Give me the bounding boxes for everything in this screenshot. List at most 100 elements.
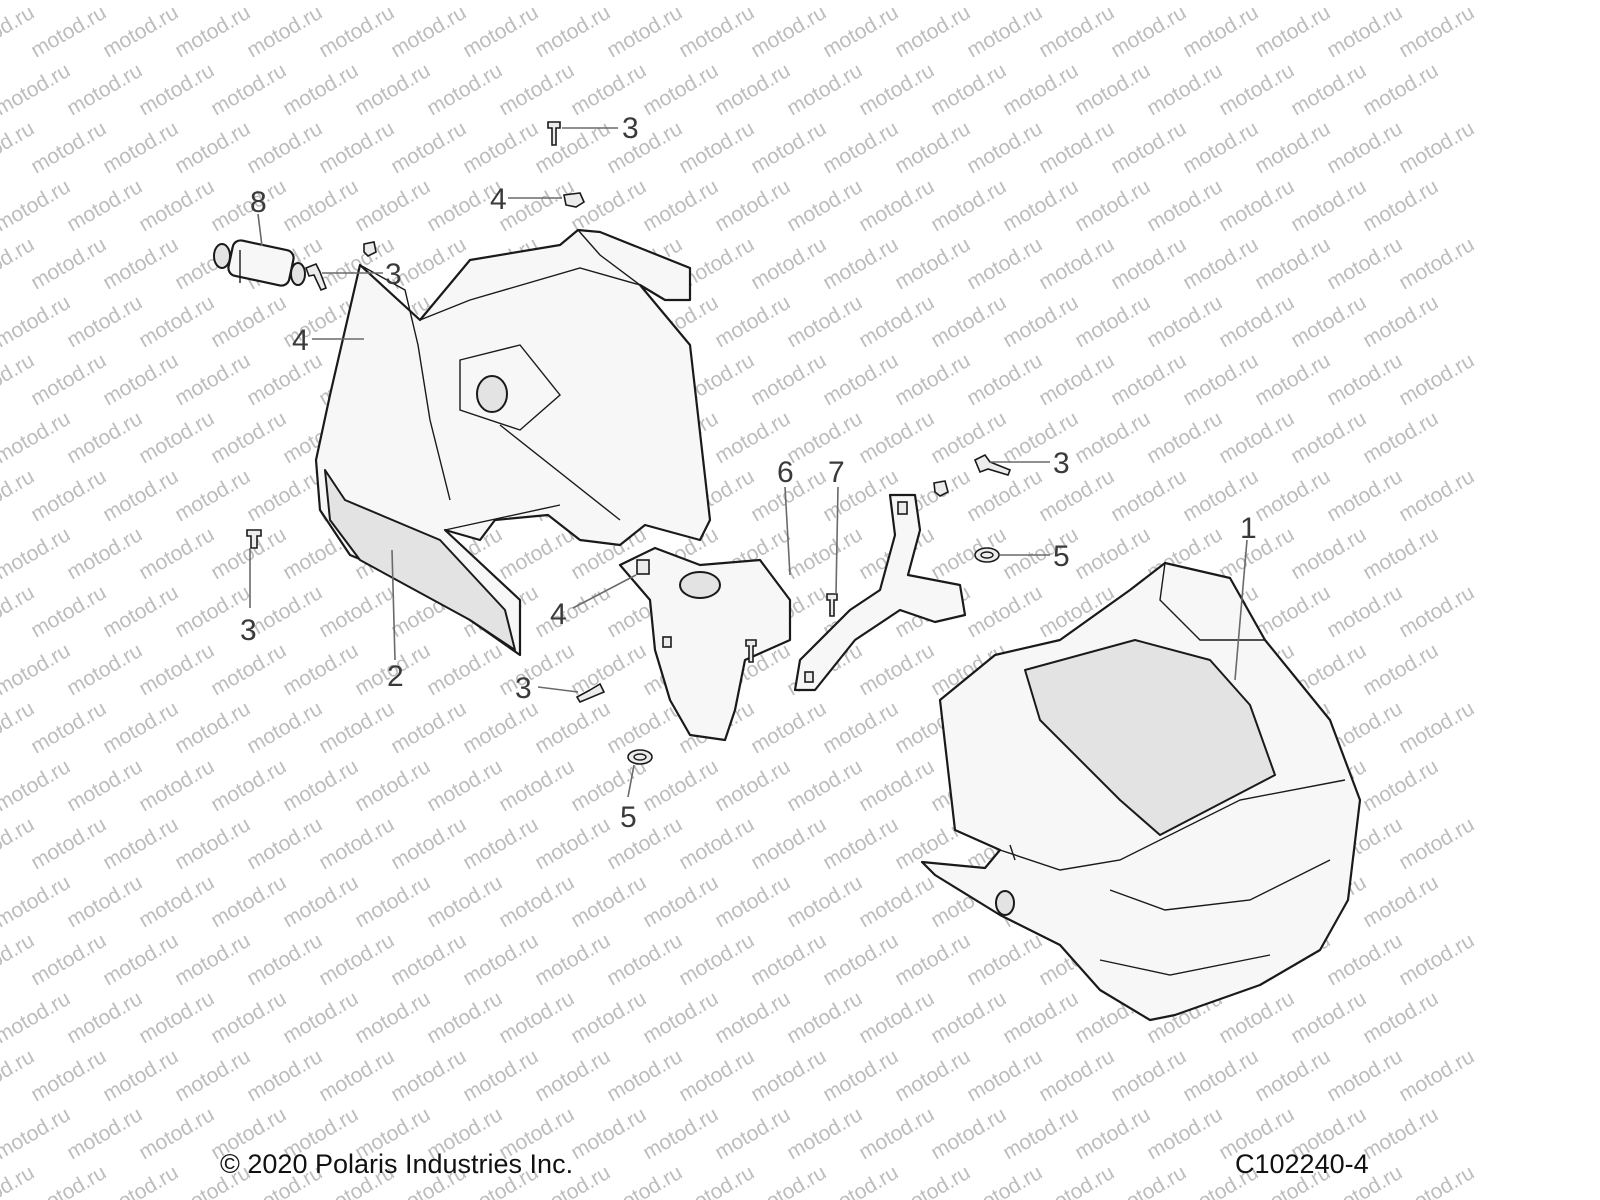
watermark-text: motod.ru xyxy=(459,1,542,62)
watermark-text: motod.ru xyxy=(567,1103,650,1164)
watermark-text: motod.ru xyxy=(315,117,398,178)
watermark-text: motod.ru xyxy=(279,639,362,700)
watermark-text: motod.ru xyxy=(855,871,938,932)
watermark-text: motod.ru xyxy=(207,175,290,236)
watermark-text: motod.ru xyxy=(1323,233,1406,294)
watermark-text: motod.ru xyxy=(891,929,974,990)
watermark-text: motod.ru xyxy=(747,1,830,62)
watermark-text: motod.ru xyxy=(783,871,866,932)
watermark-text: motod.ru xyxy=(891,349,974,410)
watermark-text: motod.ru xyxy=(1323,1045,1406,1106)
watermark-text: motod.ru xyxy=(567,0,650,4)
watermark-text: motod.ru xyxy=(387,697,470,758)
watermark-text: motod.ru xyxy=(639,755,722,816)
watermark-text: motod.ru xyxy=(423,871,506,932)
watermark-text: motod.ru xyxy=(1215,59,1298,120)
watermark-text: motod.ru xyxy=(0,291,74,352)
watermark-text: motod.ru xyxy=(1395,349,1478,410)
watermark-text: motod.ru xyxy=(711,987,794,1048)
watermark-text: motod.ru xyxy=(459,1045,542,1106)
watermark-text: motod.ru xyxy=(0,1103,74,1164)
watermark-text: motod.ru xyxy=(1071,523,1154,584)
watermark-text: motod.ru xyxy=(135,639,218,700)
watermark-text: motod.ru xyxy=(1395,929,1478,990)
watermark-text: motod.ru xyxy=(0,0,74,4)
watermark-text: motod.ru xyxy=(99,697,182,758)
watermark-text: motod.ru xyxy=(1251,117,1334,178)
watermark-text: motod.ru xyxy=(0,639,74,700)
watermark-text: motod.ru xyxy=(603,813,686,874)
watermark-text: motod.ru xyxy=(603,117,686,178)
watermark-text: motod.ru xyxy=(1251,581,1334,642)
watermark-text: motod.ru xyxy=(27,117,110,178)
watermark-text: motod.ru xyxy=(927,59,1010,120)
watermark-text: motod.ru xyxy=(531,1,614,62)
watermark-text: motod.ru xyxy=(423,59,506,120)
watermark-text: motod.ru xyxy=(207,291,290,352)
watermark-text: motod.ru xyxy=(207,871,290,932)
watermark-text: motod.ru xyxy=(1395,465,1478,526)
watermark-text: motod.ru xyxy=(207,639,290,700)
watermark-text: motod.ru xyxy=(459,813,542,874)
watermark-text: motod.ru xyxy=(531,929,614,990)
part-2-upper-fairing xyxy=(314,228,712,657)
watermark-text: motod.ru xyxy=(243,813,326,874)
watermark-text: motod.ru xyxy=(1359,291,1442,352)
watermark-text: motod.ru xyxy=(27,465,110,526)
watermark-text: motod.ru xyxy=(1287,291,1370,352)
watermark-text: motod.ru xyxy=(963,1161,1046,1200)
watermark-text: motod.ru xyxy=(279,987,362,1048)
watermark-text: motod.ru xyxy=(0,755,74,816)
watermark-text: motod.ru xyxy=(711,291,794,352)
callout-2: 2 xyxy=(387,660,404,693)
watermark-text: motod.ru xyxy=(1215,291,1298,352)
watermark-text: motod.ru xyxy=(1179,117,1262,178)
watermark-text: motod.ru xyxy=(999,0,1082,4)
watermark-text: motod.ru xyxy=(279,175,362,236)
watermark-text: motod.ru xyxy=(135,523,218,584)
watermark-text: motod.ru xyxy=(63,175,146,236)
callout-3-left-top: 3 xyxy=(385,258,402,291)
callout-3-left-mid: 3 xyxy=(240,614,257,647)
watermark-text: motod.ru xyxy=(135,59,218,120)
watermark-text: motod.ru xyxy=(999,59,1082,120)
watermark-text: motod.ru xyxy=(819,929,902,990)
watermark-text: motod.ru xyxy=(1035,117,1118,178)
watermark-text: motod.ru xyxy=(0,871,74,932)
callout-5-right: 5 xyxy=(1053,540,1070,573)
watermark-text: motod.ru xyxy=(783,755,866,816)
watermark-text: motod.ru xyxy=(0,523,74,584)
watermark-text: motod.ru xyxy=(855,291,938,352)
watermark-text: motod.ru xyxy=(315,813,398,874)
watermark-text: motod.ru xyxy=(0,987,74,1048)
watermark-text: motod.ru xyxy=(747,813,830,874)
watermark-text: motod.ru xyxy=(1359,175,1442,236)
callout-4-center: 4 xyxy=(550,598,567,631)
watermark-text: motod.ru xyxy=(1107,1045,1190,1106)
watermark-text: motod.ru xyxy=(747,697,830,758)
watermark-text: motod.ru xyxy=(315,697,398,758)
watermark-text: motod.ru xyxy=(711,0,794,4)
watermark-text: motod.ru xyxy=(27,1161,110,1200)
callout-3-center: 3 xyxy=(515,672,532,705)
watermark-text: motod.ru xyxy=(279,59,362,120)
watermark-text: motod.ru xyxy=(891,117,974,178)
watermark-text: motod.ru xyxy=(243,465,326,526)
watermark-text: motod.ru xyxy=(1107,233,1190,294)
watermark-text: motod.ru xyxy=(855,59,938,120)
watermark-text: motod.ru xyxy=(567,987,650,1048)
watermark-text: motod.ru xyxy=(927,175,1010,236)
watermark-text: motod.ru xyxy=(819,1161,902,1200)
watermark-text: motod.ru xyxy=(783,987,866,1048)
watermark-text: motod.ru xyxy=(675,929,758,990)
watermark-text: motod.ru xyxy=(351,0,434,4)
watermark-text: motod.ru xyxy=(1323,1,1406,62)
watermark-text: motod.ru xyxy=(1179,1,1262,62)
watermark-text: motod.ru xyxy=(783,523,866,584)
watermark-text: motod.ru xyxy=(963,1045,1046,1106)
watermark-text: motod.ru xyxy=(171,1,254,62)
leader-lines xyxy=(249,127,1248,798)
hardware-screw-left-mid xyxy=(246,529,262,549)
watermark-text: motod.ru xyxy=(1107,1,1190,62)
watermark-text: motod.ru xyxy=(999,987,1082,1048)
